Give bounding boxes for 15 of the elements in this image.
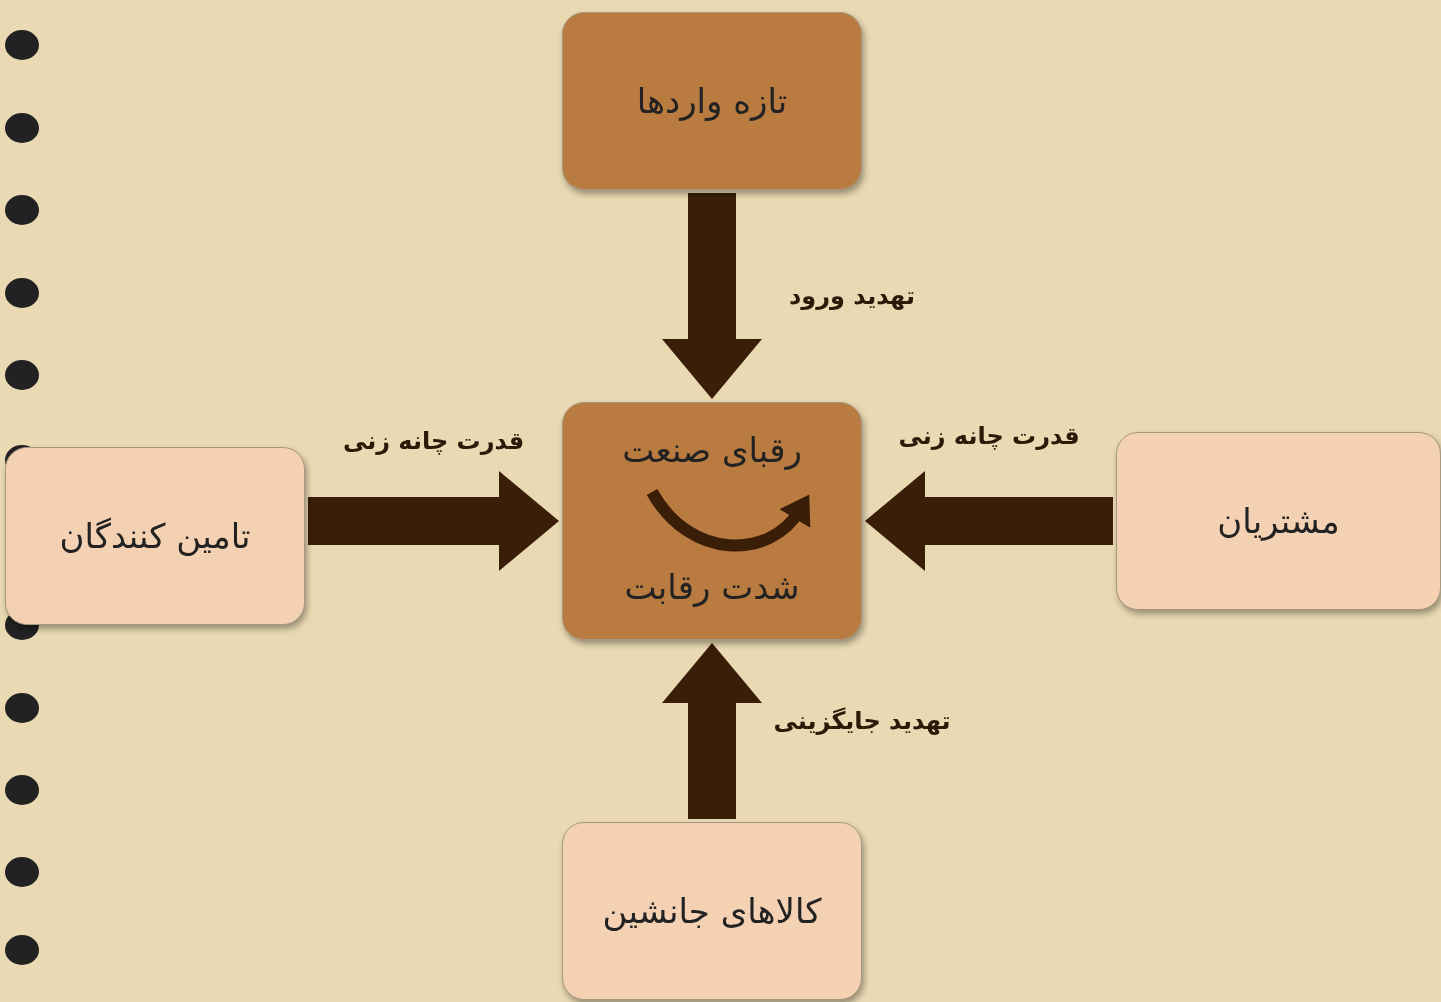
- box-text: تازه واردها: [636, 79, 788, 123]
- block-arrow: [308, 471, 559, 571]
- box: [562, 402, 862, 640]
- block-arrow: [662, 643, 762, 819]
- box-text: تامین کنندگان: [59, 514, 251, 558]
- box: [5, 447, 305, 625]
- box: [562, 12, 862, 190]
- box: [562, 822, 862, 1000]
- box: [1116, 432, 1441, 610]
- box-text: کالاهای جانشین: [602, 889, 822, 933]
- box-text: شدت رقابت: [624, 566, 800, 609]
- box-text: مشتریان: [1217, 499, 1340, 543]
- block-arrow: [662, 193, 762, 399]
- box-text: رقبای صنعت: [622, 429, 802, 472]
- block-arrow: [865, 471, 1113, 571]
